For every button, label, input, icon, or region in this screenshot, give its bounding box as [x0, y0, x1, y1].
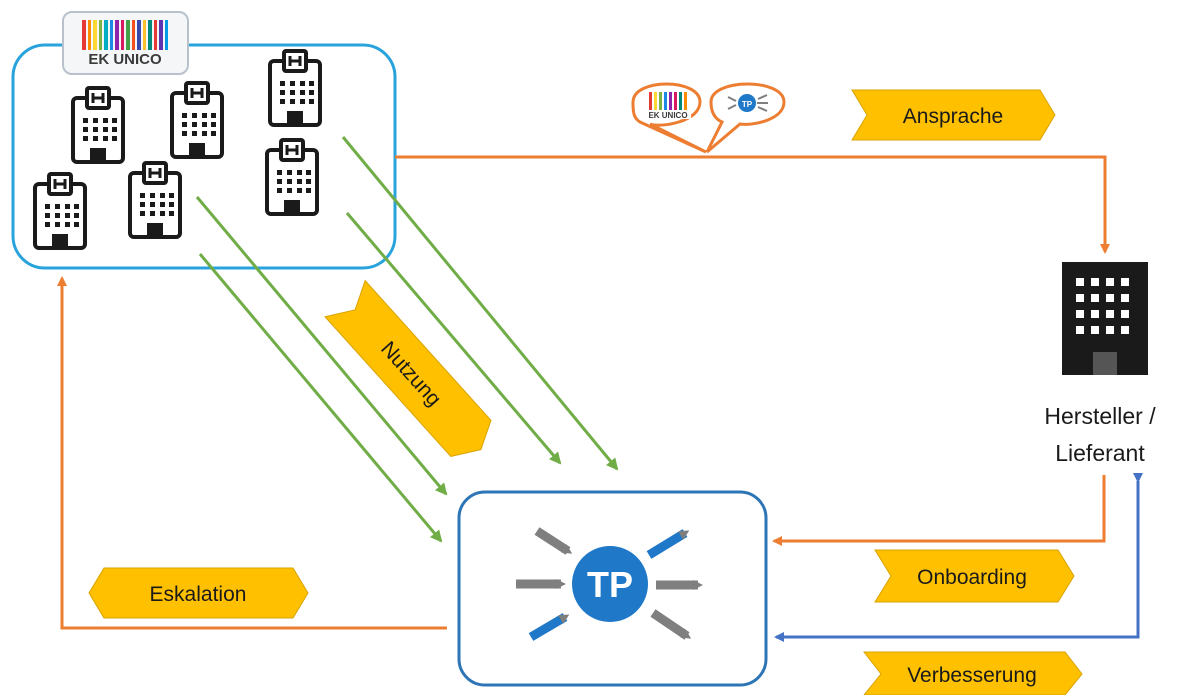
hospital-icon [71, 86, 125, 164]
input-arrow [534, 527, 573, 555]
verbesserung-label: Verbesserung [862, 651, 1083, 695]
nutzung-arrow [341, 136, 619, 471]
ansprache-arrow [395, 155, 1110, 254]
nutzung-label: Nutzung [324, 279, 492, 458]
input-arrow [528, 613, 570, 641]
ansprache-label-text: Ansprache [903, 105, 1003, 128]
nutzung-arrow [345, 212, 562, 465]
speech-bubble-tp-text: TP [742, 100, 753, 109]
eskalation-label-text: Eskalation [150, 583, 247, 606]
hospital-icon [268, 49, 322, 127]
hospital-icon [265, 138, 319, 216]
onboarding-label-text: Onboarding [917, 566, 1027, 589]
supplier-building-icon [1062, 262, 1148, 375]
speech-bubble-ek-unico-text: EK UNICO [648, 111, 687, 120]
output-arrow [650, 609, 692, 640]
nutzung-arrow [198, 253, 443, 543]
nutzung-arrow [195, 196, 448, 496]
verbesserung-arrow [774, 473, 1143, 642]
hospital-icon [170, 81, 224, 159]
ek-unico-logo-text: EK UNICO [88, 51, 162, 68]
ansprache-label: Ansprache [851, 89, 1056, 141]
onboarding-arrow [772, 475, 1106, 546]
eskalation-arrow [57, 276, 447, 630]
hospital-icon [128, 161, 182, 239]
hospital-icon [33, 172, 87, 250]
eskalation-label: Eskalation [88, 567, 309, 619]
supplier-label: Hersteller / Lieferant [1030, 398, 1170, 472]
supplier-label-line2: Lieferant [1055, 440, 1145, 466]
onboarding-label: Onboarding [874, 549, 1075, 603]
speech-bubble-tp: TP [705, 82, 786, 154]
verbesserung-label-text: Verbesserung [907, 664, 1037, 687]
ek-unico-logo: EK UNICO [62, 11, 189, 75]
supplier-label-line1: Hersteller / [1044, 403, 1156, 429]
speech-bubble-ek-unico: EK UNICO [631, 82, 707, 154]
tp-logo-circle [572, 546, 648, 622]
tp-logo-text: TP [587, 564, 633, 605]
output-arrow [646, 529, 690, 559]
